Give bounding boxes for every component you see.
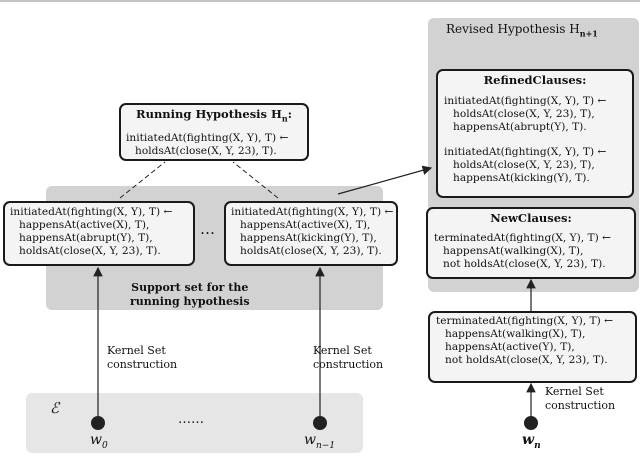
- dashed-right: [232, 161, 279, 199]
- support-left-line-1: initiatedAt(fighting(X, Y), T) ←: [10, 206, 173, 218]
- dashed-left: [119, 161, 166, 199]
- refined-clause-1-line-3: happensAt(abrupt(Y), T).: [453, 121, 587, 133]
- examples-region: [26, 393, 363, 453]
- new-clause-line-3: not holdsAt(close(X, Y, 23), T).: [443, 258, 606, 270]
- kernel-line-4: not holdsAt(close(X, Y, 23), T).: [445, 354, 608, 366]
- example-node-wn1: [313, 416, 327, 430]
- running-hypothesis-title: Running Hypothesis Hn:: [136, 107, 292, 124]
- refined-clause-1-line-2: holdsAt(close(X, Y, 23), T),: [453, 108, 595, 120]
- new-clause-line-2: happensAt(walking(X), T),: [443, 245, 584, 257]
- new-clause-line-1: terminatedAt(fighting(X, Y), T) ←: [434, 232, 611, 244]
- support-right-line-3: happensAt(kicking(Y), T),: [240, 232, 377, 244]
- refined-clauses-box: RefinedClauses: initiatedAt(fighting(X, …: [436, 69, 634, 198]
- new-clauses-title: NewClauses:: [490, 211, 572, 225]
- support-clause-left-box: initiatedAt(fighting(X, Y), T) ← happens…: [3, 201, 195, 266]
- support-left-line-2: happensAt(active(X), T),: [19, 219, 150, 231]
- support-left-line-4: holdsAt(close(X, Y, 23), T).: [19, 245, 161, 257]
- kernel-line-3: happensAt(active(Y), T),: [445, 341, 575, 353]
- example-label-wn: wn: [522, 432, 541, 451]
- refined-clause-1-line-1: initiatedAt(fighting(X, Y), T) ←: [444, 95, 607, 107]
- support-clause-right-box: initiatedAt(fighting(X, Y), T) ← happens…: [224, 201, 398, 266]
- example-label-w0: w0: [90, 432, 108, 451]
- example-node-w0: [91, 416, 105, 430]
- support-right-line-2: happensAt(active(X), T),: [240, 219, 371, 231]
- example-label-wn1: wn−1: [304, 432, 336, 451]
- running-hypothesis-box: Running Hypothesis Hn: initiatedAt(fight…: [119, 103, 309, 161]
- running-clause-line-2: holdsAt(close(X, Y, 23), T).: [135, 145, 277, 158]
- running-clause-line-1: initiatedAt(fighting(X, Y), T) ←: [126, 132, 289, 145]
- support-right-line-1: initiatedAt(fighting(X, Y), T) ←: [231, 206, 394, 218]
- refined-clause-2-line-1: initiatedAt(fighting(X, Y), T) ←: [444, 146, 607, 158]
- arrow-running-to-revised: [337, 165, 433, 195]
- revised-hypothesis-title: Revised Hypothesis Hn+1: [446, 22, 598, 39]
- example-set-symbol: ℰ: [50, 399, 60, 417]
- support-right-line-4: holdsAt(close(X, Y, 23), T).: [240, 245, 382, 257]
- refined-clause-2-line-3: happensAt(kicking(Y), T).: [453, 172, 590, 184]
- new-clauses-box: NewClauses: terminatedAt(fighting(X, Y),…: [426, 207, 636, 279]
- kernel-line-2: happensAt(walking(X), T),: [445, 328, 586, 340]
- example-dots: ……: [178, 412, 204, 427]
- support-ellipsis: …: [200, 220, 215, 238]
- example-node-wn: [524, 416, 538, 430]
- kernel-set-box: terminatedAt(fighting(X, Y), T) ← happen…: [428, 311, 637, 383]
- kernel-line-1: terminatedAt(fighting(X, Y), T) ←: [436, 315, 613, 327]
- refined-clause-2-line-2: holdsAt(close(X, Y, 23), T),: [453, 159, 595, 171]
- support-left-line-3: happensAt(abrupt(Y), T),: [19, 232, 153, 244]
- support-set-label: Support set for the running hypothesis: [130, 281, 250, 308]
- refined-clauses-title: RefinedClauses:: [483, 73, 587, 87]
